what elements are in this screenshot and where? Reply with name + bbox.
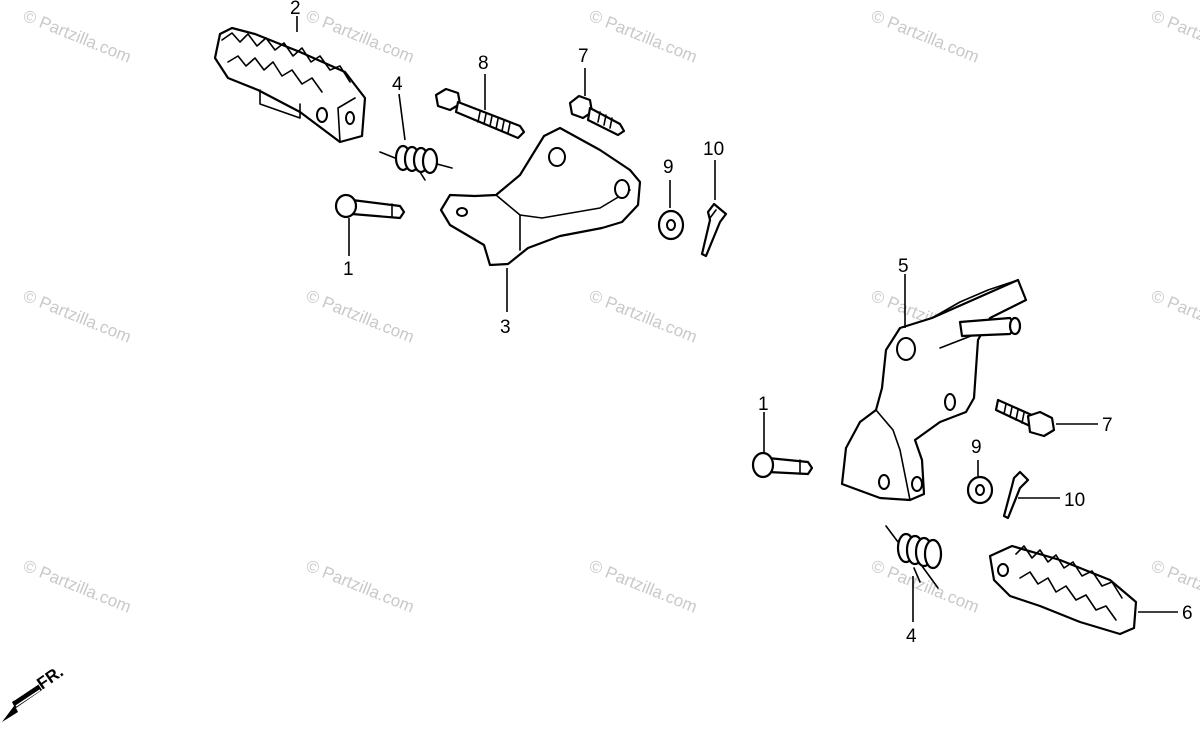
callout-10: 10	[703, 139, 724, 160]
bracket-mount-hole	[456, 207, 468, 217]
callout-7-right: 7	[1102, 415, 1113, 436]
front-arrow-icon	[2, 684, 42, 722]
left-spring-part[interactable]	[379, 144, 453, 181]
callout-9-right: 9	[971, 437, 982, 458]
callout-4: 4	[392, 74, 403, 95]
left-bolt-8-part[interactable]	[434, 87, 526, 140]
callout-8: 8	[478, 53, 489, 74]
right-washer-part[interactable]	[966, 475, 994, 505]
bracket-mount-hole	[878, 474, 890, 490]
bracket-mount-hole	[896, 337, 916, 361]
peg-pivot-hole	[997, 563, 1009, 577]
callout-10-right: 10	[1064, 490, 1085, 511]
watermark: © Partzilla.com	[869, 6, 982, 67]
callout-3: 3	[500, 317, 511, 338]
watermark: © Partzilla.com	[587, 556, 700, 617]
right-cotter-pin-part[interactable]	[1002, 470, 1030, 520]
bracket-mount-hole	[944, 393, 956, 411]
watermark: © Partzilla.com	[587, 286, 700, 347]
left-cotter-pin-part[interactable]	[700, 202, 728, 258]
right-footpeg-part[interactable]	[988, 544, 1138, 636]
right-bracket-part[interactable]	[840, 278, 1028, 502]
peg-pivot-hole	[316, 107, 328, 123]
right-spring-part[interactable]	[885, 525, 943, 589]
watermark: © Partzilla.com	[304, 286, 417, 347]
watermark: © Partzilla.com	[304, 556, 417, 617]
left-bolt-7-part[interactable]	[568, 94, 626, 137]
watermark: © Partzilla.com	[587, 6, 700, 67]
left-pin-part[interactable]	[334, 193, 406, 220]
watermark: © Partzilla.com	[21, 556, 134, 617]
callout-2: 2	[290, 0, 301, 19]
bracket-mount-hole	[614, 179, 630, 199]
peg-pivot-hole	[345, 111, 355, 125]
callout-1: 1	[343, 259, 354, 280]
callout-9: 9	[663, 157, 674, 178]
watermark: © Partzilla.com	[1149, 6, 1200, 67]
right-pin-part[interactable]	[751, 451, 814, 479]
front-direction-indicator: FR.	[2, 662, 67, 722]
left-footpeg-part[interactable]	[213, 26, 367, 144]
watermark: © Partzilla.com	[21, 286, 134, 347]
watermark: © Partzilla.com	[1149, 286, 1200, 347]
bracket-mount-hole	[911, 476, 923, 492]
callout-1-right: 1	[758, 394, 769, 415]
callout-7: 7	[578, 46, 589, 67]
callout-5: 5	[898, 256, 909, 277]
bracket-mount-hole	[548, 147, 566, 167]
watermark-layer: © Partzilla.com © Partzilla.com © Partzi…	[21, 6, 1200, 617]
right-bolt-7-part[interactable]	[994, 398, 1056, 438]
left-bracket-part[interactable]	[439, 126, 642, 267]
watermark: © Partzilla.com	[21, 6, 134, 67]
callout-4-right: 4	[906, 626, 917, 647]
left-washer-part[interactable]	[657, 209, 685, 241]
callout-6: 6	[1182, 603, 1193, 624]
